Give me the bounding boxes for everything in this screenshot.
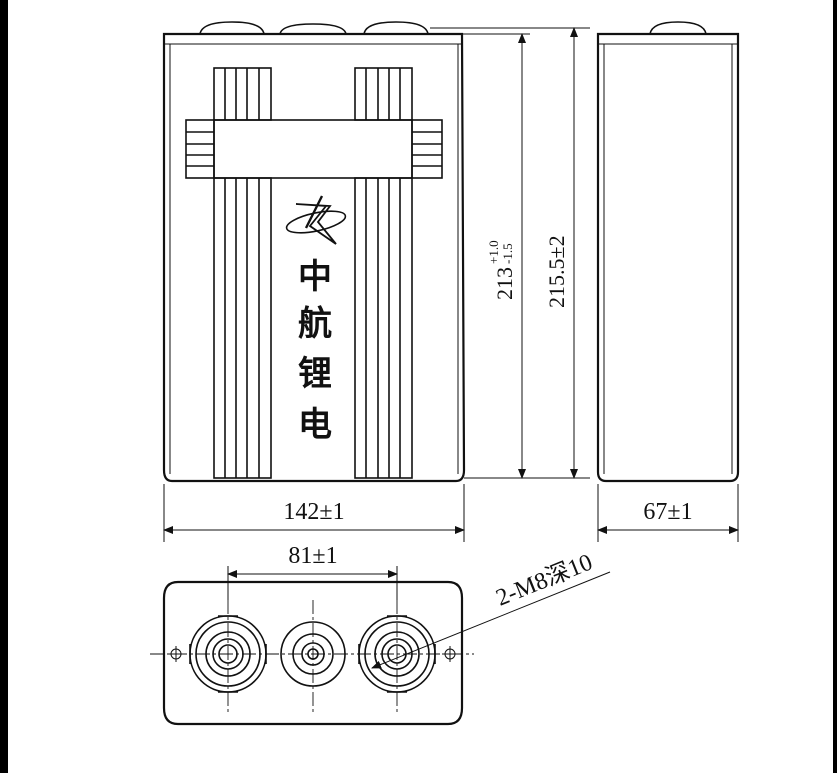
front-view: 中 航 锂 电 [162,21,466,483]
logo-char-2: 航 [298,304,332,344]
side-view [596,21,740,483]
top-view: 2-M8深10 [150,549,611,726]
crosshair-icon [168,646,458,662]
logo-char-1: 中 [298,257,332,297]
terminal-top-right [363,21,429,35]
height-body-tol-lower: -1.5 [500,243,515,264]
width-front-label: 142±1 [283,499,344,525]
side-terminal [649,21,707,35]
terminal-top-middle [279,23,347,35]
width-dimensions: 142±1 67±1 81±1 [163,484,739,600]
left-frame-border [0,0,8,773]
right-frame-border [833,0,837,773]
logo-char-4: 电 [298,405,332,445]
side-body-outline [596,32,740,483]
upper-left-ribs [213,67,272,121]
lower-left-ribs [213,177,272,479]
terminal-pitch-label: 81±1 [288,543,337,569]
height-dimensions: 213 +1.0 -1.5 215.5±2 [430,27,590,479]
thread-spec-label: 2-M8深10 [492,549,596,612]
top-body-outline [162,580,464,726]
height-body-label: 213 [492,267,517,300]
logo-char-3: 锂 [298,354,332,394]
front-body-outline [162,32,466,483]
terminal-top-left [199,21,265,35]
upper-right-ribs [354,67,413,121]
terminal-right-top-view [358,615,436,693]
lower-right-ribs [354,177,413,479]
horizontal-band [185,119,443,179]
valve-middle-top-view [280,621,346,687]
height-body-tol-upper: +1.0 [486,240,501,264]
terminal-left-top-view [189,615,267,693]
width-side-label: 67±1 [643,499,692,525]
height-total-label: 215.5±2 [544,235,569,308]
logo-swirl-icon [285,195,347,245]
